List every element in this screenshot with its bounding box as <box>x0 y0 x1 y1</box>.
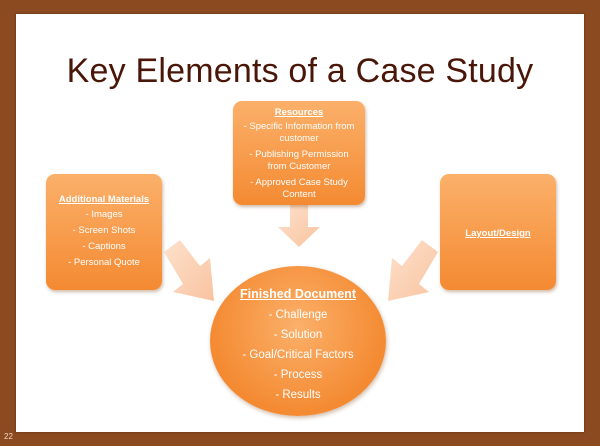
resources-item: Content <box>282 189 316 200</box>
finished-document-item: - Results <box>275 389 321 401</box>
arrow-left-down-icon <box>388 240 438 301</box>
arrow-right-down-icon <box>164 240 214 301</box>
additional-materials-heading: Additional Materials <box>58 194 150 205</box>
finished-document-item: - Challenge <box>268 309 328 321</box>
resources-item: from Customer <box>267 161 331 172</box>
layout-design-heading: Layout/Design <box>465 228 531 239</box>
slide-title: Key Elements of a Case Study <box>66 52 534 90</box>
resources-item: - Approved Case Study <box>250 177 348 188</box>
additional-materials-box: Additional Materials - Images - Screen S… <box>46 174 162 290</box>
resources-item: - Publishing Permission <box>249 149 349 160</box>
additional-materials-item: - Personal Quote <box>68 257 140 268</box>
finished-document-circle: Finished Document - Challenge - Solution… <box>210 266 386 416</box>
resources-heading: Resources <box>274 107 324 118</box>
finished-document-item: - Process <box>273 369 323 381</box>
slide: Key Elements of a Case Study Resources -… <box>16 14 584 432</box>
finished-document-item: - Solution <box>273 329 323 341</box>
additional-materials-item: - Captions <box>82 241 126 252</box>
additional-materials-item: - Images <box>85 209 123 220</box>
resources-item: customer <box>279 133 319 144</box>
resources-box: Resources - Specific Information from cu… <box>233 101 365 205</box>
arrows-layer <box>164 205 438 301</box>
arrow-down-icon <box>278 205 320 247</box>
finished-document-item: - Goal/Critical Factors <box>242 349 354 361</box>
additional-materials-item: - Screen Shots <box>72 225 136 236</box>
page-number: 22 <box>4 432 13 441</box>
resources-item: - Specific Information from <box>243 121 355 132</box>
finished-document-heading: Finished Document <box>240 287 356 301</box>
layout-design-box: Layout/Design <box>440 174 556 290</box>
